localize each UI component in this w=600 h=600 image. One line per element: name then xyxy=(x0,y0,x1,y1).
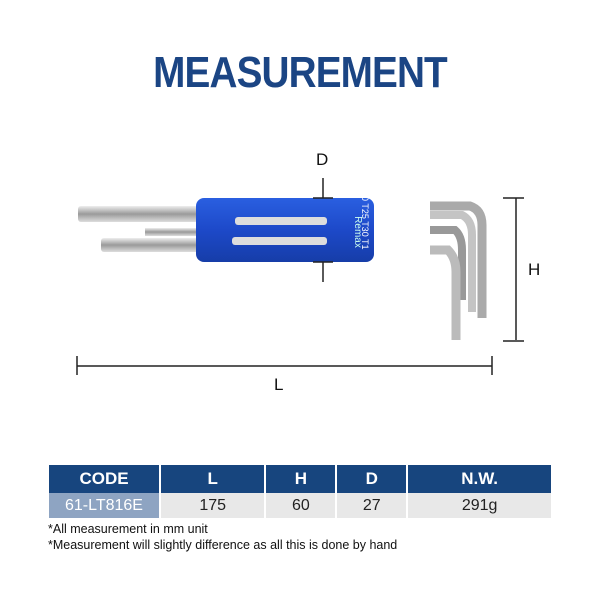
measurement-table: CODE L H D N.W. 61-LT816E 175 60 27 291g xyxy=(47,465,553,518)
dimension-lines xyxy=(76,178,524,375)
table-row: 61-LT816E 175 60 27 291g xyxy=(49,493,551,518)
header-nw: N.W. xyxy=(408,465,551,493)
key-shafts xyxy=(78,201,487,340)
blue-holder: Remax 0 T25 T30 T1 xyxy=(196,196,374,262)
header-code: CODE xyxy=(49,465,159,493)
header-l: L xyxy=(161,465,265,493)
page-title: MEASUREMENT xyxy=(153,48,448,97)
note-units: *All measurement in mm unit xyxy=(48,522,208,536)
cell-d: 27 xyxy=(337,493,407,518)
brand-logo: Remax xyxy=(352,216,363,248)
cell-nw: 291g xyxy=(408,493,551,518)
cell-code: 61-LT816E xyxy=(49,493,159,518)
size-marks: 0 T25 T30 T1 xyxy=(360,196,370,250)
dimension-l-label: L xyxy=(274,375,284,394)
cell-l: 175 xyxy=(161,493,265,518)
note-handmade: *Measurement will slightly difference as… xyxy=(48,538,398,552)
table-header-row: CODE L H D N.W. xyxy=(49,465,551,493)
dimension-d-label: D xyxy=(316,150,329,169)
dimension-h-label: H xyxy=(528,260,541,279)
header-d: D xyxy=(337,465,407,493)
cell-h: 60 xyxy=(266,493,336,518)
header-h: H xyxy=(266,465,336,493)
